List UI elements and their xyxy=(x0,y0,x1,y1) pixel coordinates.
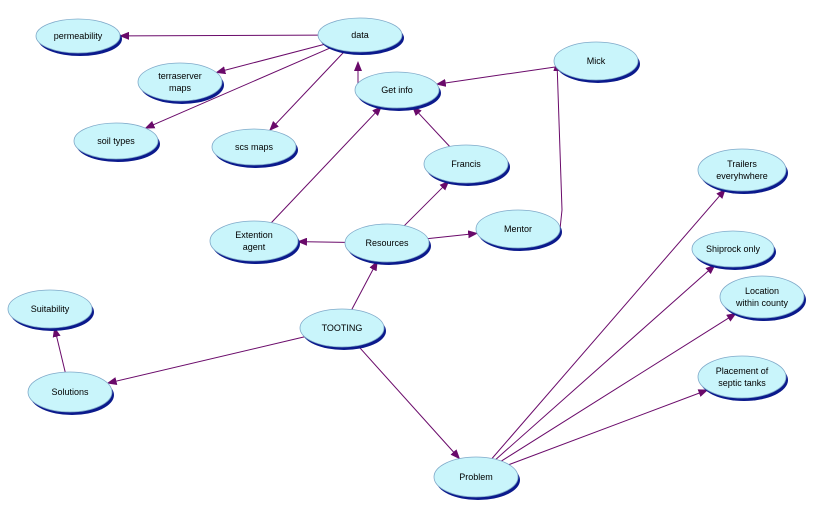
edge-problem-to-shiprock xyxy=(495,264,716,460)
node-trailers[interactable]: Trailers everyhwhere xyxy=(697,148,788,194)
node-ellipse xyxy=(354,71,440,109)
node-label: Problem xyxy=(459,472,493,482)
node-label: septic tanks xyxy=(718,378,766,388)
node-label: Suitability xyxy=(31,304,70,314)
node-location[interactable]: Location within county xyxy=(719,275,806,321)
node-permeability[interactable]: permeability xyxy=(35,18,122,56)
node-francis[interactable]: Francis xyxy=(423,144,510,186)
node-ellipse xyxy=(691,230,775,268)
node-label: within county xyxy=(735,298,789,308)
edge-resources-to-francis xyxy=(403,180,450,227)
node-label: Mick xyxy=(587,56,606,66)
edge-data-to-terraserver xyxy=(215,43,325,75)
node-ellipse xyxy=(209,220,299,262)
node-soiltypes[interactable]: soil types xyxy=(73,122,160,162)
node-ellipse xyxy=(73,122,159,160)
node-label: Placement of xyxy=(716,366,769,376)
node-ellipse xyxy=(211,128,297,166)
node-resources[interactable]: Resources xyxy=(344,223,431,265)
edge-resources-to-mentor xyxy=(427,230,479,240)
edge-mick-to-getinfo xyxy=(435,66,557,87)
node-label: terraserver xyxy=(158,71,202,81)
edge-data-to-scsmaps xyxy=(269,50,346,132)
node-scsmaps[interactable]: scs maps xyxy=(211,128,298,168)
node-label: TOOTING xyxy=(322,323,363,333)
node-mick[interactable]: Mick xyxy=(553,41,640,83)
node-ellipse xyxy=(317,17,403,53)
node-label: agent xyxy=(243,242,266,252)
node-label: Mentor xyxy=(504,224,532,234)
edge-problem-to-location xyxy=(501,312,737,462)
edge-data-to-soiltypes xyxy=(144,46,332,129)
node-ellipse xyxy=(299,308,385,348)
edge-tooting-to-resources xyxy=(351,260,378,310)
edge-tooting-to-solutions xyxy=(106,336,305,385)
connector-lines xyxy=(52,31,737,466)
node-solutions[interactable]: Solutions xyxy=(27,371,114,415)
node-label: data xyxy=(351,30,369,40)
node-label: Extention xyxy=(235,230,273,240)
node-ellipse xyxy=(719,275,805,319)
edge-problem-to-trailers xyxy=(491,188,726,459)
node-ellipse xyxy=(475,209,561,249)
node-label: Francis xyxy=(451,159,481,169)
node-label: Location xyxy=(745,286,779,296)
edge-solutions-to-suitability xyxy=(52,326,66,373)
node-tooting[interactable]: TOOTING xyxy=(299,308,386,350)
node-label: Resources xyxy=(365,238,409,248)
node-label: Get info xyxy=(381,85,413,95)
edge-francis-to-getinfo xyxy=(411,105,451,147)
node-label: Solutions xyxy=(51,387,89,397)
node-ellipse xyxy=(137,62,223,102)
node-ellipse xyxy=(553,41,639,81)
edge-data-to-permeability xyxy=(118,31,319,40)
edge-problem-to-placement xyxy=(508,389,709,466)
edge-resources-to-extention xyxy=(296,237,346,246)
node-ellipse xyxy=(697,148,787,192)
edge-tooting-to-problem xyxy=(357,345,461,460)
node-mentor[interactable]: Mentor xyxy=(475,209,562,251)
node-ellipse xyxy=(697,355,787,399)
node-placement[interactable]: Placement of septic tanks xyxy=(697,355,788,401)
node-label: permeability xyxy=(54,31,103,41)
node-label: scs maps xyxy=(235,142,274,152)
node-ellipse xyxy=(344,223,430,263)
node-ellipse xyxy=(7,289,93,329)
node-suitability[interactable]: Suitability xyxy=(7,289,94,331)
edge-extention-to-getinfo xyxy=(271,105,382,223)
node-extention[interactable]: Extention agent xyxy=(209,220,300,264)
edge-mentor-to-mick xyxy=(553,61,563,230)
node-terraserver[interactable]: terraserver maps xyxy=(137,62,224,104)
node-label: everyhwhere xyxy=(716,171,768,181)
node-label: Trailers xyxy=(727,159,757,169)
node-ellipse xyxy=(35,18,121,54)
node-label: maps xyxy=(169,83,192,93)
node-ellipse xyxy=(433,456,519,498)
node-label: Shiprock only xyxy=(706,244,761,254)
node-data[interactable]: data xyxy=(317,17,404,55)
node-getinfo[interactable]: Get info xyxy=(354,71,441,111)
node-shiprock[interactable]: Shiprock only xyxy=(691,230,776,270)
node-ellipse xyxy=(423,144,509,184)
node-problem[interactable]: Problem xyxy=(433,456,520,500)
node-label: soil types xyxy=(97,136,135,146)
node-ellipse xyxy=(27,371,113,413)
